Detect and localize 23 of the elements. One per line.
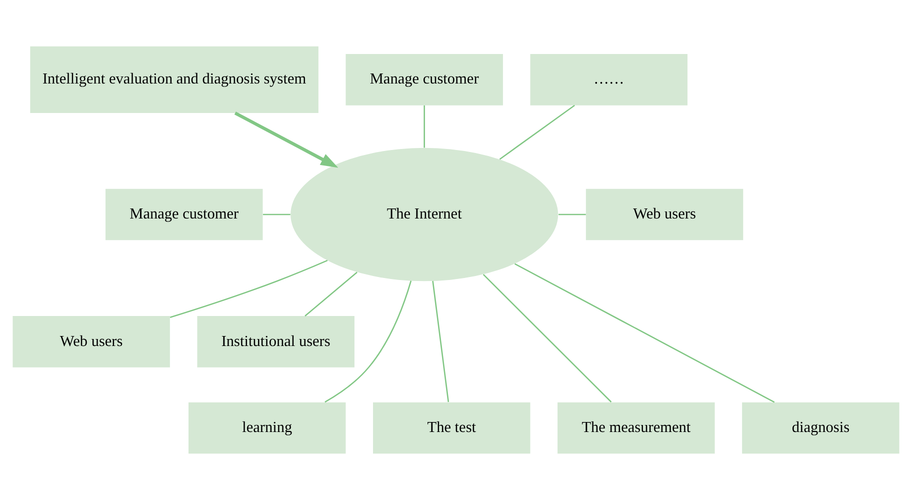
connector: [499, 104, 575, 160]
connector: [432, 280, 450, 402]
node-box: Intelligent evaluation and diagnosis system: [30, 46, 318, 113]
connector: [424, 105, 425, 148]
connector: [304, 272, 358, 317]
connector: [262, 214, 290, 216]
node-box: ……: [530, 54, 688, 106]
node-box: The test: [373, 402, 530, 454]
node-box: Manage customer: [346, 54, 503, 106]
node-box: diagnosis: [742, 402, 900, 454]
node-box: learning: [188, 402, 346, 454]
node-box: Manage customer: [106, 188, 263, 240]
node-box: Web users: [586, 188, 744, 240]
connector: [482, 274, 612, 402]
node-ellipse: The Internet: [290, 148, 558, 282]
connector: [558, 214, 586, 216]
node-box: The measurement: [558, 402, 715, 454]
arrow: [234, 112, 338, 168]
connector: [324, 280, 412, 403]
connector: [514, 263, 775, 403]
connector: [170, 260, 328, 318]
node-box: Web users: [12, 316, 170, 368]
node-box: Institutional users: [197, 316, 354, 368]
